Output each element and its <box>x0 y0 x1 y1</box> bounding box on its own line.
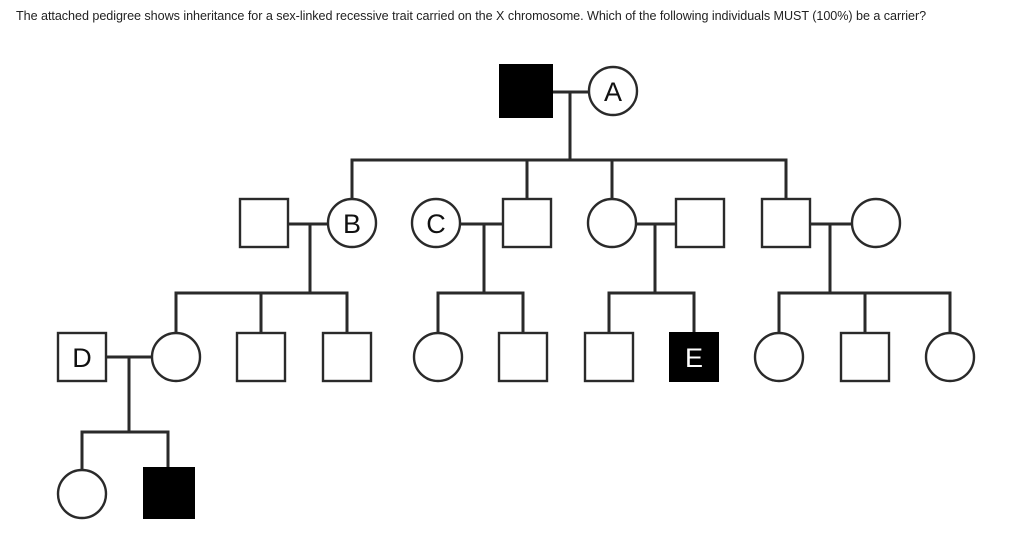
generation-1: A <box>499 64 639 162</box>
individual-e-affected-male <box>669 332 719 382</box>
family-4-daughter-1-female <box>753 331 805 383</box>
label-c: C <box>426 209 446 239</box>
label-b: B <box>343 209 361 239</box>
grandchild-affected-male <box>143 467 195 519</box>
c-son-male <box>497 331 549 383</box>
b-son-2-male <box>321 331 373 383</box>
son-2-male <box>760 197 812 249</box>
son-1-male <box>501 197 553 249</box>
b-son-1-male <box>235 331 287 383</box>
family-3-son-male <box>583 331 635 383</box>
daughter-2-female <box>586 197 638 249</box>
individual-c-female <box>410 197 462 249</box>
wife-of-son-2-female <box>850 197 902 249</box>
label-a: A <box>604 77 622 107</box>
label-d: D <box>72 343 92 373</box>
individual-a-female <box>587 65 639 117</box>
husband-of-daughter-2-male <box>674 197 726 249</box>
c-daughter-female <box>412 331 464 383</box>
question-text: The attached pedigree shows inheritance … <box>16 9 927 23</box>
grandfather-affected-male <box>499 64 553 118</box>
b-daughter-female <box>150 331 202 383</box>
generation-2: B C <box>238 197 902 295</box>
grandchild-female <box>56 468 108 520</box>
individual-d-male <box>56 331 108 383</box>
generation-3-lines <box>174 291 952 335</box>
label-e: E <box>685 343 703 373</box>
family-4-son-male <box>839 331 891 383</box>
family-4-daughter-2-female <box>924 331 976 383</box>
individual-b-female <box>326 197 378 249</box>
generation-3: D E <box>56 331 976 434</box>
generation-4 <box>56 430 195 520</box>
husband-of-b-male <box>238 197 290 249</box>
